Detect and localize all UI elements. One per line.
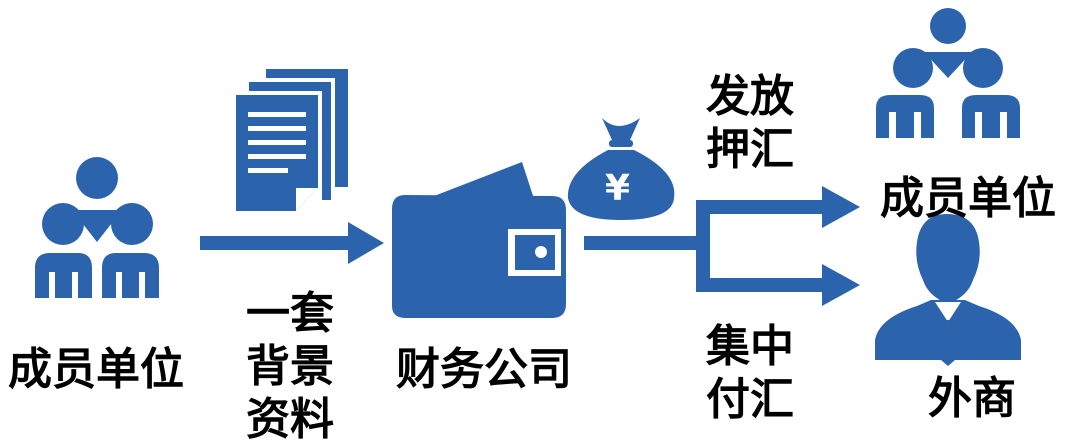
foreign-vendor-label: 外商 (928, 373, 1016, 424)
money-bag-icon (567, 118, 675, 220)
arrow-to-finance-company (200, 222, 384, 264)
branch-arrows (584, 186, 860, 306)
target-member-label: 成员单位 (880, 173, 1056, 224)
group-people-icon (35, 157, 159, 298)
group-people-icon (876, 8, 1020, 138)
finance-company-label: 财务公司 (396, 344, 572, 395)
documents-label-line: 资料 (246, 394, 334, 445)
lower-branch-label-line: 集中 (706, 321, 794, 372)
businessman-icon (875, 214, 1021, 366)
upper-branch-label-line: 押汇 (706, 124, 794, 175)
upper-branch-label: 发放 押汇 (706, 70, 794, 176)
lower-branch-label: 集中 付汇 (706, 320, 794, 426)
yen-symbol: ¥ (605, 168, 631, 209)
wallet-icon (392, 162, 566, 318)
documents-label: 一套 背景 资料 (246, 287, 334, 446)
documents-icon (236, 69, 348, 211)
documents-label-line: 一套 (246, 288, 334, 339)
lower-branch-label-line: 付汇 (706, 374, 794, 425)
source-member-label: 成员单位 (8, 344, 184, 395)
upper-branch-label-line: 发放 (706, 71, 794, 122)
documents-label-line: 背景 (246, 341, 334, 392)
